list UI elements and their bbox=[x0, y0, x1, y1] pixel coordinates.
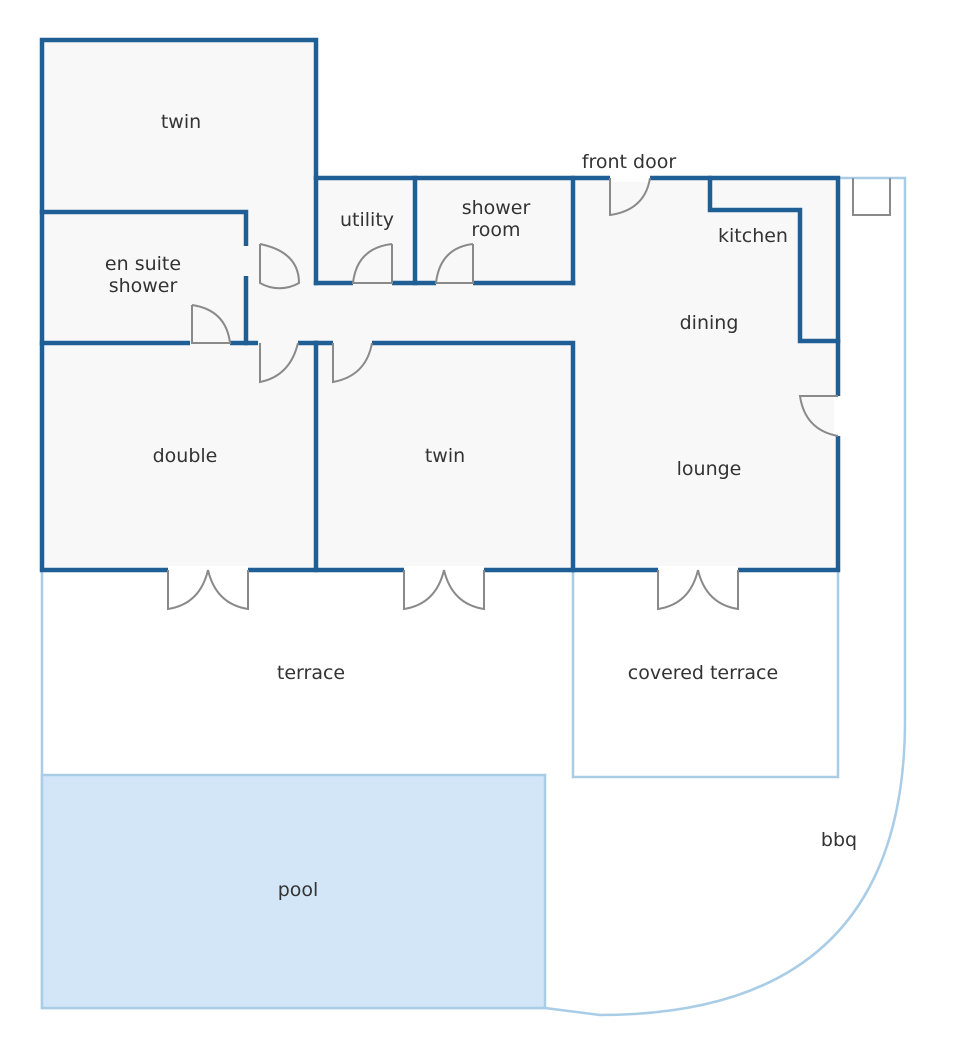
twin-bottom-walls bbox=[313, 340, 576, 573]
room-label-utility: utility bbox=[339, 209, 395, 231]
outer-wall bbox=[39, 37, 841, 573]
front-door bbox=[609, 177, 651, 217]
utility-door bbox=[351, 243, 393, 284]
twin-door bbox=[332, 342, 373, 384]
room-label-lounge: lounge bbox=[676, 458, 742, 480]
interior-floor bbox=[42, 40, 838, 570]
kitchen-wall bbox=[707, 175, 841, 344]
room-label-twin-bottom: twin bbox=[424, 445, 466, 467]
label-front-door: front door bbox=[581, 151, 677, 173]
doors bbox=[167, 177, 891, 611]
room-label-dining: dining bbox=[679, 312, 739, 334]
pool-area bbox=[40, 773, 547, 1010]
room-label-kitchen: kitchen bbox=[718, 225, 788, 247]
area-label-pool: pool bbox=[277, 879, 319, 901]
area-label-terrace: terrace bbox=[276, 662, 346, 684]
double-terrace-doors bbox=[167, 569, 249, 611]
room-label-shower-room: shower room bbox=[462, 197, 531, 241]
bbq-curved-boundary bbox=[544, 176, 907, 1017]
shower-room-line2: room bbox=[471, 219, 521, 241]
room-label-twin-top: twin bbox=[160, 111, 202, 133]
shower-room-line1: shower bbox=[461, 197, 531, 219]
en-suite-line1: en suite bbox=[104, 253, 182, 275]
area-label-covered-terrace: covered terrace bbox=[627, 662, 779, 684]
area-label-bbq: bbq bbox=[820, 829, 858, 851]
lounge-side-door bbox=[798, 395, 839, 437]
en-suite-door bbox=[191, 304, 232, 344]
lounge-terrace-doors bbox=[657, 569, 739, 611]
room-label-double: double bbox=[152, 445, 218, 467]
double-door bbox=[259, 342, 299, 384]
twin-terrace-doors bbox=[403, 569, 485, 611]
twin-top-door bbox=[259, 243, 301, 290]
en-suite-wall bbox=[39, 209, 249, 346]
shower-room-door bbox=[434, 243, 474, 284]
en-suite-line2: shower bbox=[108, 275, 178, 297]
room-label-en-suite: en suite shower bbox=[105, 253, 181, 297]
side-door bbox=[852, 178, 891, 216]
